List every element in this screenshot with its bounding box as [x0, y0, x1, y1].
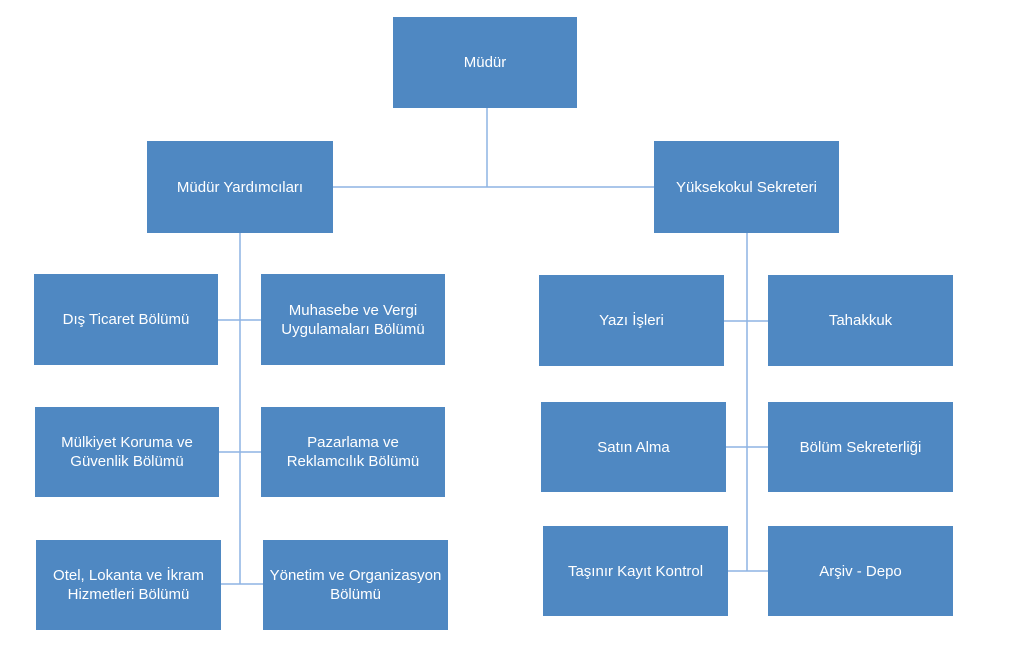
node-muhasebe-vergi: Muhasebe ve Vergi Uygulamaları Bölümü: [261, 274, 445, 365]
node-label: Tahakkuk: [828, 312, 893, 329]
node-label: Muhasebe ve Vergi Uygulamaları Bölümü: [281, 301, 425, 338]
node-yazi-isleri: Yazı İşleri: [539, 275, 724, 366]
node-tasinir-kayit: Taşınır Kayıt Kontrol: [543, 526, 728, 616]
node-mudur-yardimcilari: Müdür Yardımcıları: [147, 141, 333, 233]
node-label: Pazarlama ve Reklamcılık Bölümü: [286, 434, 420, 470]
node-dis-ticaret: Dış Ticaret Bölümü: [34, 274, 218, 365]
node-yuksekokul-sekreteri: Yüksekokul Sekreteri: [654, 141, 839, 233]
node-yuksekokul-sekreteri-label: Yüksekokul Sekreteri: [676, 178, 817, 196]
node-arsiv-depo: Arşiv - Depo: [768, 526, 953, 616]
node-label: Yönetim ve Organizasyon Bölümü: [269, 567, 442, 603]
node-tahakkuk: Tahakkuk: [768, 275, 953, 366]
node-label: Mülkiyet Koruma ve Güvenlik Bölümü: [61, 434, 193, 470]
node-label: Bölüm Sekreterliği: [799, 438, 922, 456]
node-pazarlama-reklamcilik: Pazarlama ve Reklamcılık Bölümü: [261, 407, 445, 497]
node-mudur-label: Müdür: [463, 54, 507, 71]
node-label: Otel, Lokanta ve İkram Hizmetleri Bölümü: [53, 567, 204, 603]
node-mulkiyet-koruma: Mülkiyet Koruma ve Güvenlik Bölümü: [35, 407, 219, 497]
node-label: Dış Ticaret Bölümü: [62, 311, 190, 328]
node-mudur-yardimcilari-label: Müdür Yardımcıları: [176, 178, 304, 196]
node-satin-alma: Satın Alma: [541, 402, 726, 492]
node-label: Arşiv - Depo: [819, 562, 902, 580]
node-label: Satın Alma: [597, 438, 670, 456]
node-label: Taşınır Kayıt Kontrol: [567, 562, 704, 580]
node-bolum-sekreterligi: Bölüm Sekreterliği: [768, 402, 953, 492]
node-label: Yazı İşleri: [599, 312, 664, 329]
node-mudur: Müdür: [393, 17, 577, 108]
node-yonetim-organizasyon: Yönetim ve Organizasyon Bölümü: [263, 540, 448, 630]
node-otel-lokanta: Otel, Lokanta ve İkram Hizmetleri Bölümü: [36, 540, 221, 630]
